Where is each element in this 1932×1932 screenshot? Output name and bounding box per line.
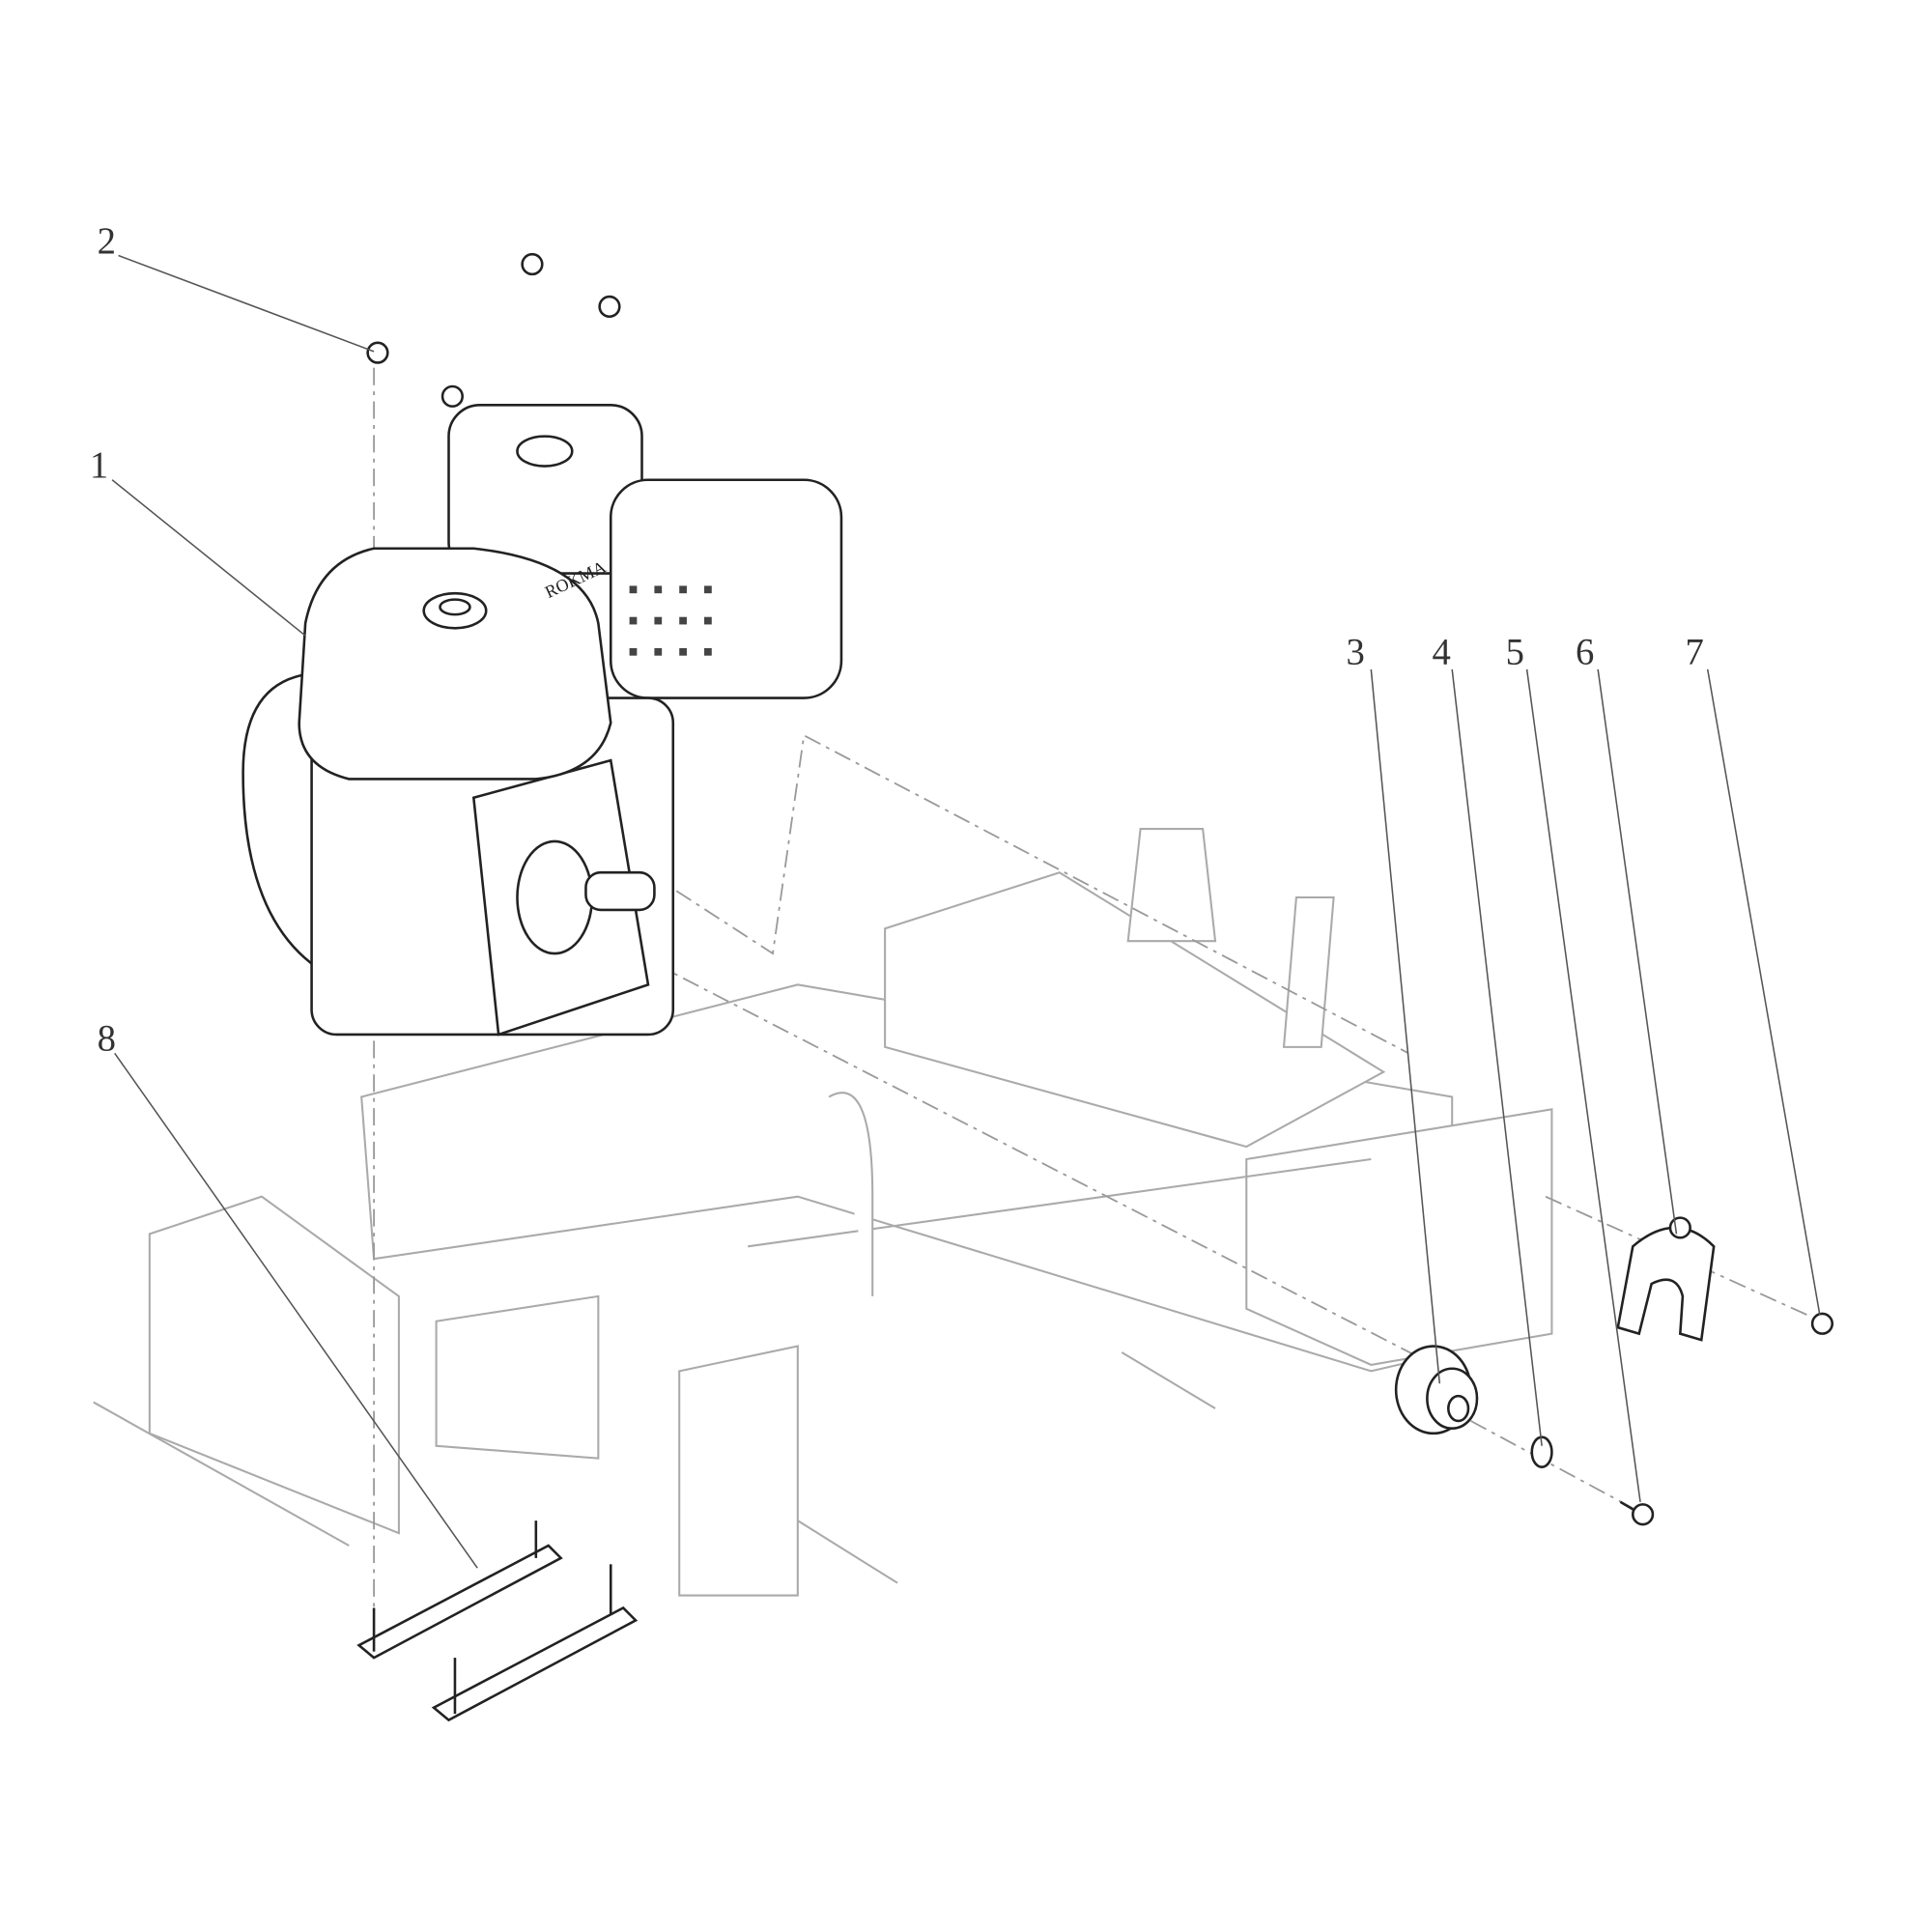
callout-6: 6: [1576, 633, 1594, 673]
pulley: [1394, 1345, 1479, 1435]
belt-guard-clamp: [1616, 1226, 1716, 1342]
engine-nuts: [366, 252, 621, 408]
mounting-plates: [356, 1520, 639, 1722]
leader-lines: [111, 254, 1821, 1569]
callout-3: 3: [1347, 633, 1365, 673]
callout-8: 8: [98, 1019, 116, 1060]
frame: [93, 828, 1553, 1597]
nut: [1810, 1312, 1834, 1335]
callout-7: 7: [1685, 633, 1703, 673]
washer: [1530, 1435, 1553, 1468]
engine: ROKMA: [242, 404, 843, 1037]
bolt: [1619, 1500, 1655, 1526]
clamp-spring: [1668, 1216, 1691, 1239]
callout-5: 5: [1506, 633, 1524, 673]
callout-1: 1: [90, 445, 108, 486]
callout-4: 4: [1433, 633, 1451, 673]
callout-2: 2: [98, 221, 116, 262]
muffler-grill: [629, 585, 712, 656]
